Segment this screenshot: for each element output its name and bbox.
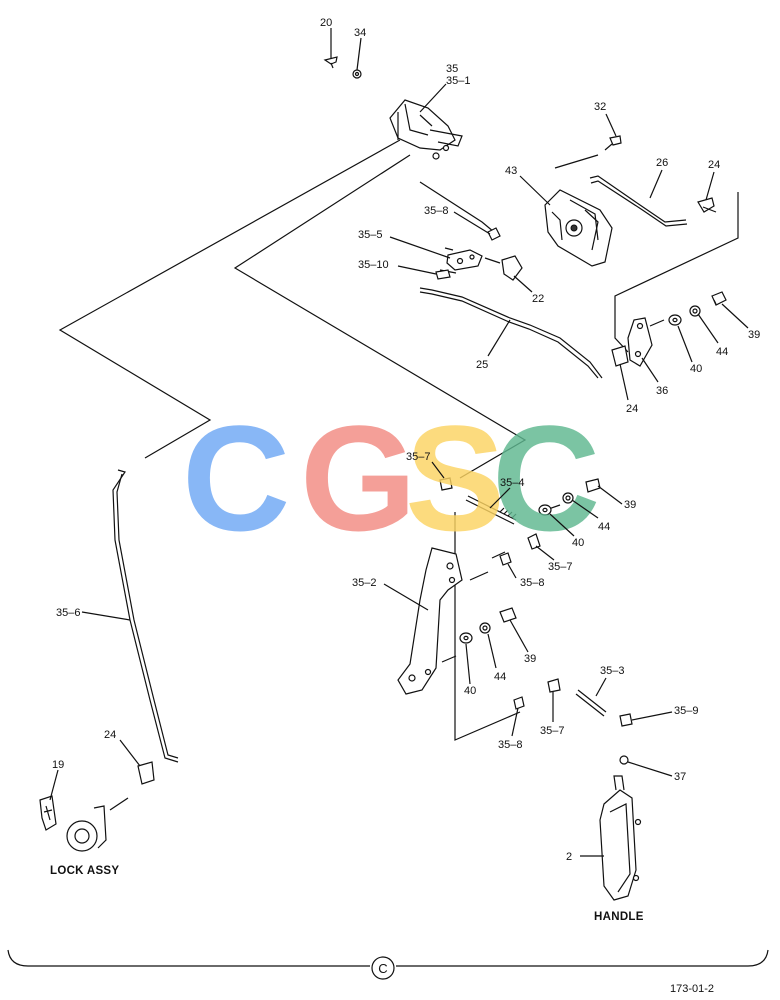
- group-outline-lines: [58, 139, 739, 811]
- watermark: C G S C: [182, 394, 600, 562]
- label-39-mid: 39: [624, 499, 636, 511]
- door-lock-actuator-43: [544, 189, 613, 267]
- watermark-letter-3: S: [405, 394, 505, 562]
- label-35-9: 35–9: [674, 705, 698, 717]
- latch-assembly: [389, 99, 463, 160]
- lever-35-2: [397, 547, 463, 695]
- label-35-5: 35–5: [358, 229, 382, 241]
- circle-letter: C: [378, 961, 387, 976]
- label-44-mid: 44: [598, 521, 610, 533]
- outside-handle-2: [599, 775, 642, 901]
- circle-marker: [371, 956, 395, 980]
- screw-32: [604, 135, 622, 151]
- label-24-lower: 24: [104, 729, 116, 741]
- bolt-39-upper: [711, 291, 727, 306]
- label-35-10: 35–10: [358, 259, 389, 271]
- label-34: 34: [354, 27, 366, 39]
- label-37: 37: [674, 771, 686, 783]
- rod-25: [419, 287, 603, 379]
- clip-35-10: [435, 269, 451, 280]
- clip-37: [619, 755, 629, 765]
- label-35-4: 35–4: [500, 477, 524, 489]
- screw-35-7-upper: [439, 477, 453, 491]
- label-20: 20: [320, 17, 332, 29]
- nut-44-mid: [562, 492, 574, 504]
- watermark-letter-4: C: [492, 394, 600, 562]
- label-24-upper: 24: [708, 159, 720, 171]
- label-35-7-mid: 35–7: [548, 561, 572, 573]
- label-40-mid: 40: [572, 537, 584, 549]
- rod-35-3: [575, 689, 607, 717]
- leader-lines: [49, 28, 749, 857]
- bottom-bracket: C: [7, 949, 769, 980]
- label-25: 25: [476, 359, 488, 371]
- nut-44-lower: [479, 622, 491, 634]
- nut-34: [352, 69, 362, 79]
- label-32: 32: [594, 101, 606, 113]
- bolt-35-8-lower: [513, 696, 525, 710]
- label-35-6: 35–6: [56, 607, 80, 619]
- label-35-2: 35–2: [352, 577, 376, 589]
- lever-35-5: [446, 249, 483, 271]
- washer-40-mid: [538, 504, 552, 516]
- label-39-upper: 39: [748, 329, 760, 341]
- label-22: 22: [532, 293, 544, 305]
- bolt-35-8-mid: [499, 552, 512, 566]
- rod-35-4: [465, 495, 517, 525]
- watermark-letter-2: G: [300, 394, 417, 562]
- bolt-39-lower: [499, 607, 517, 623]
- caption-lock-assy: LOCK ASSY: [50, 865, 119, 877]
- label-43: 43: [505, 165, 517, 177]
- label-35-8-lower: 35–8: [498, 739, 522, 751]
- screw-35-7-lower: [547, 678, 561, 693]
- label-35-8-upper: 35–8: [424, 205, 448, 217]
- watermark-letter-1: C: [182, 394, 290, 562]
- bellcrank-36: [627, 317, 653, 367]
- clip-24-upper: [697, 197, 717, 213]
- caption-handle: HANDLE: [594, 911, 644, 923]
- label-35-7-upper: 35–7: [406, 451, 430, 463]
- screw-35-7-mid: [527, 533, 541, 550]
- label-44-upper: 44: [716, 346, 728, 358]
- label-2: 2: [566, 851, 572, 863]
- label-35-3: 35–3: [600, 665, 624, 677]
- clip-24-lower: [137, 761, 155, 785]
- label-19: 19: [52, 759, 64, 771]
- label-40-upper: 40: [690, 363, 702, 375]
- washer-40-lower: [459, 632, 473, 644]
- clip-22: [501, 255, 523, 281]
- washer-40-upper: [668, 314, 682, 326]
- lock-rod-35-6: [112, 469, 179, 763]
- figure-number: 173-01-2: [670, 983, 714, 995]
- nut-44-upper: [689, 305, 701, 317]
- label-40-lower: 40: [464, 685, 476, 697]
- part-labels: 20 34 35 35–1 32 43 26 24 35–8 35–5 35–1…: [52, 17, 760, 863]
- label-39-lower: 39: [524, 653, 536, 665]
- lock-assembly: [39, 795, 107, 852]
- clip-24-mid: [611, 345, 629, 367]
- label-44-lower: 44: [494, 671, 506, 683]
- label-26: 26: [656, 157, 668, 169]
- screw-20: [323, 56, 338, 69]
- screw-35-9: [619, 713, 633, 727]
- label-35-8-mid: 35–8: [520, 577, 544, 589]
- label-35: 35: [446, 63, 458, 75]
- bolt-35-8-upper: [487, 227, 501, 241]
- label-24-mid: 24: [626, 403, 638, 415]
- label-35-1: 35–1: [446, 75, 470, 87]
- rod-26: [589, 175, 687, 223]
- label-35-7-lower: 35–7: [540, 725, 564, 737]
- label-36: 36: [656, 385, 668, 397]
